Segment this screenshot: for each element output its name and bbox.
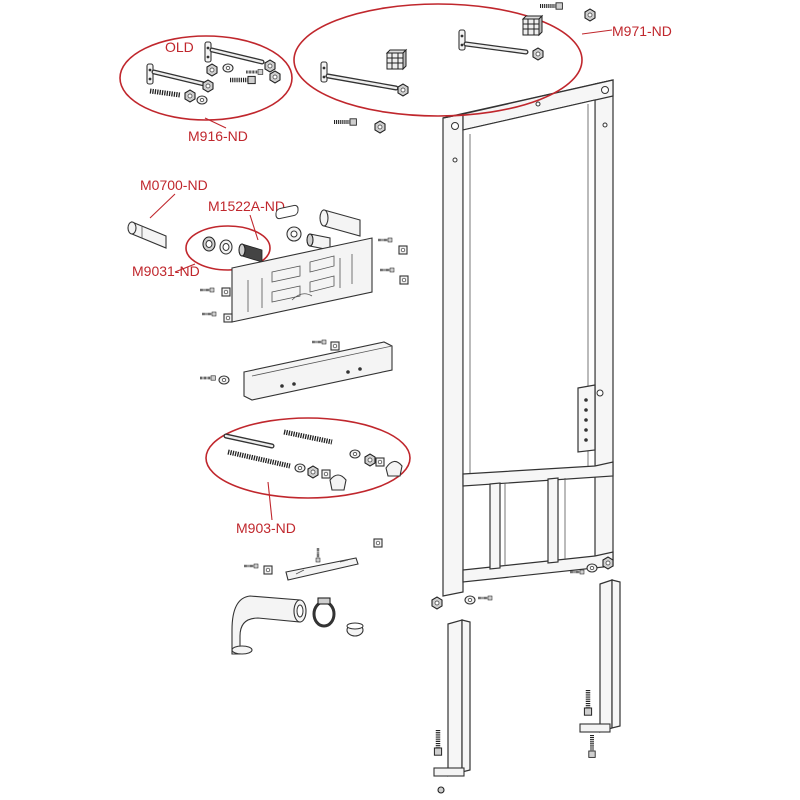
leader-m903: [267, 481, 273, 521]
highlight-ring-m971: [293, 3, 583, 117]
pipe-clamp: [312, 597, 364, 637]
pipe-fittings-upper: [286, 209, 361, 251]
anchor-bolt-set-old: [119, 35, 293, 121]
fitting-set-m9031: [185, 225, 271, 271]
label-m0700: M0700-ND: [140, 177, 208, 193]
main-frame: [442, 79, 614, 597]
small-bracket: [242, 538, 383, 581]
pipe-stub-m0700: [127, 221, 167, 249]
highlight-ring-m903: [205, 417, 411, 499]
label-old: OLD: [165, 39, 194, 55]
drain-elbow: [231, 595, 307, 655]
label-m1522a: M1522A-ND: [208, 198, 285, 214]
crossbar-rail: [198, 338, 393, 401]
label-m916: M916-ND: [188, 128, 248, 144]
label-m903: M903-ND: [236, 520, 296, 536]
leader-m0700: [149, 193, 176, 219]
highlight-ring-m9031: [185, 225, 271, 271]
label-m9031: M9031-ND: [132, 263, 200, 279]
left-foot: [431, 594, 494, 794]
leader-m916: [204, 117, 227, 129]
stud-set-m903: [205, 417, 411, 499]
leader-m9031: [174, 263, 196, 273]
mounting-plate: [231, 204, 373, 323]
highlight-ring-m916: [119, 35, 293, 121]
leader-m971: [581, 29, 613, 35]
leader-m1522a: [249, 214, 259, 241]
right-foot: [568, 556, 621, 757]
anchor-bolt-set-m971: [293, 3, 596, 134]
label-m971: M971-ND: [612, 23, 672, 39]
